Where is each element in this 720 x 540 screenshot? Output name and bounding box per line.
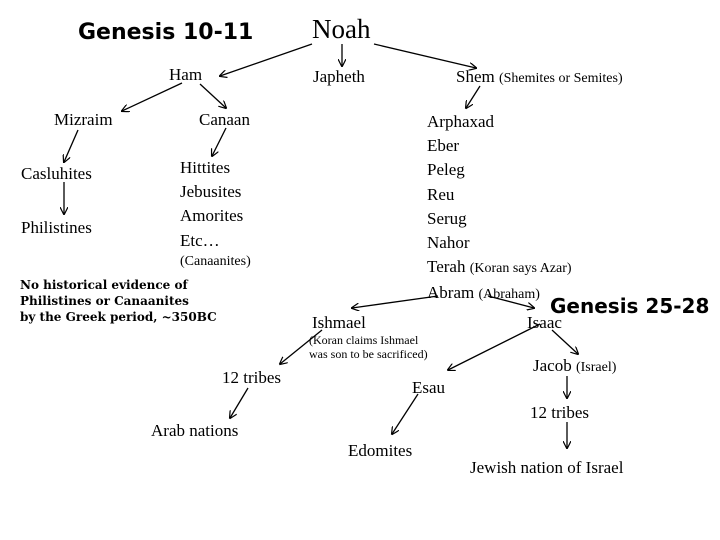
node-jebusites: Jebusites [180,182,242,202]
terah-note: (Koran says Azar) [469,261,572,277]
node-canaanites: (Canaanites) [180,254,251,269]
abram-note: (Abraham) [478,287,540,303]
node-israel-12-tribes: 12 tribes [530,403,590,422]
koran-note: (Koran claims Ishmael was son to be sacr… [309,333,428,362]
node-japheth: Japheth [313,67,365,86]
node-ishmael-12-tribes: 12 tribes [222,368,282,387]
node-canaan: Canaan [199,110,250,129]
node-hittites: Hittites [180,158,231,177]
node-amorites: Amorites [180,206,244,226]
arrow-abram-ishmael [352,295,439,308]
node-shem: Shem (Shemites or Semites) [456,68,623,86]
arrow-canaan-hittites [212,127,227,156]
node-noah: Noah [312,14,371,44]
canaan-children-list: Hittites Jebusites Amorites Etc… [180,156,243,253]
node-abram-row: Abram (Abraham) [427,281,572,307]
arrow-ishmael-tribes [280,329,323,364]
node-mizraim: Mizraim [54,110,113,129]
node-arphaxad: Arphaxad [427,112,495,131]
node-jacob-row: Jacob (Israel) [533,357,616,375]
arrow-abram-isaac [487,295,534,308]
node-peleg: Peleg [427,160,465,180]
node-isaac: Isaac [527,313,562,332]
heading-genesis-10-11: Genesis 10-11 [78,20,254,45]
arrow-esau-edomites [392,393,419,434]
arrow-ham-canaan [199,83,226,108]
node-eber: Eber [427,136,460,156]
node-ishmael: Ishmael [312,313,366,332]
node-arab-nations: Arab nations [151,421,239,440]
node-terah: Terah [427,257,466,277]
jacob-note: (Israel) [575,360,617,375]
arrow-noah-ham [220,43,313,76]
shem-line-list: Arphaxad Eber Peleg Reu Serug Nahor Tera… [427,110,572,308]
node-reu: Reu [427,184,455,204]
node-etc: Etc… [180,230,220,250]
node-edomites: Edomites [348,441,413,460]
historical-note: No historical evidence of Philistines or… [20,278,217,325]
shem-name: Shem [456,67,495,86]
heading-genesis-25-28: Genesis 25-28 [550,294,710,318]
arrow-noah-shem [373,43,476,68]
shem-note: (Shemites or Semites) [498,71,623,86]
node-jewish-nation: Jewish nation of Israel [470,458,624,477]
node-philistines: Philistines [21,218,92,237]
arrow-tribes-arab [230,387,249,418]
node-abram: Abram [427,283,475,303]
node-ham: Ham [169,65,203,84]
arrow-isaac-esau [448,323,541,370]
node-casluhites: Casluhites [21,164,92,183]
node-jacob: Jacob [533,356,572,375]
node-terah-row: Terah (Koran says Azar) [427,255,572,281]
node-nahor: Nahor [427,233,470,253]
node-serug: Serug [427,208,467,228]
arrow-mizraim-casluhites [64,129,79,162]
node-esau: Esau [412,378,446,397]
arrow-ham-mizraim [122,82,183,111]
arrow-shem-arphaxad [466,85,481,108]
arrow-isaac-jacob [551,329,578,354]
